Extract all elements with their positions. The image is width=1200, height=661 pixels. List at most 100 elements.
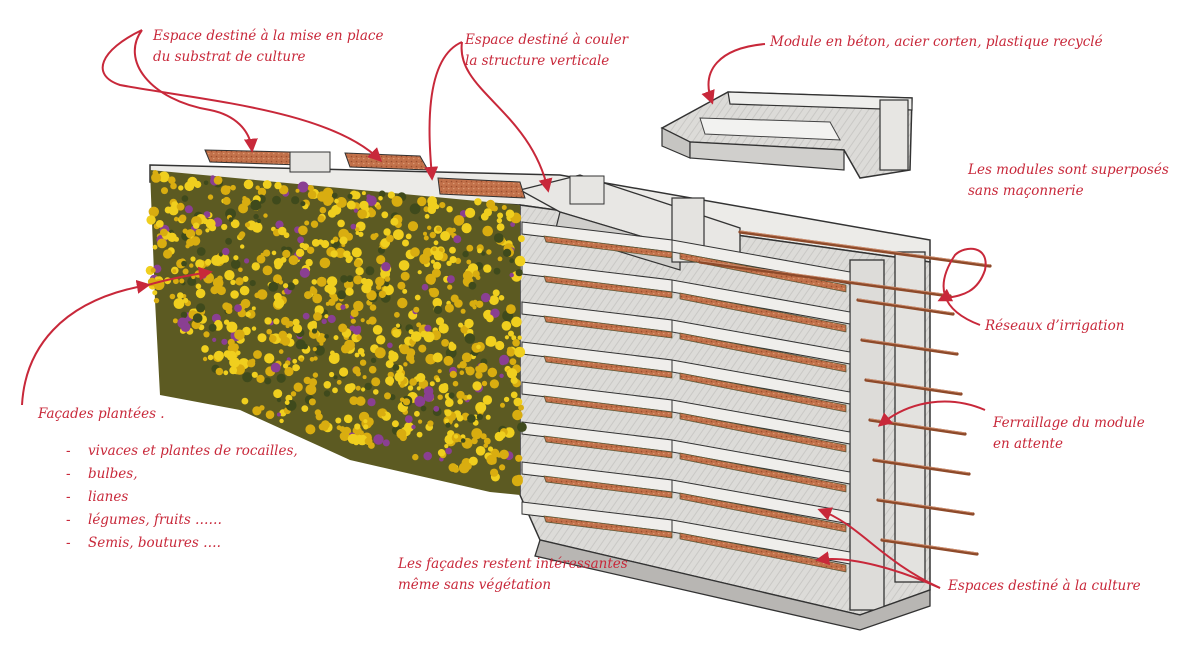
- foliage-blossom: [443, 355, 454, 366]
- foliage-blossom: [311, 279, 318, 285]
- foliage-blossom: [515, 269, 523, 277]
- foliage-blossom: [205, 258, 212, 266]
- foliage-blossom: [458, 462, 470, 474]
- foliage-blossom: [503, 248, 512, 257]
- foliage-blossom: [465, 366, 470, 372]
- foliage-blossom: [333, 335, 339, 341]
- foliage-blossom: [230, 259, 241, 270]
- label-interessantes: Les façades restent intéressantes même s…: [398, 556, 628, 593]
- top-soil-openings: [204, 149, 605, 205]
- foliage-blossom: [191, 274, 196, 280]
- foliage-blossom: [207, 354, 214, 361]
- foliage-blossom: [433, 405, 440, 412]
- foliage-blossom: [393, 229, 404, 241]
- foliage-blossom: [395, 323, 401, 328]
- yellow-foliage: [145, 170, 527, 487]
- foliage-blossom: [313, 356, 318, 361]
- foliage-blossom: [363, 424, 369, 430]
- foliage-blossom: [196, 303, 206, 313]
- foliage-blossom: [263, 249, 271, 257]
- foliage-blossom: [498, 295, 505, 301]
- foliage-blossom: [449, 370, 457, 378]
- label-module: Module en béton, acier corten, plastique…: [770, 34, 1103, 50]
- foliage-blossom: [385, 360, 394, 369]
- rebar-highlight: [861, 338, 958, 354]
- foliage-blossom: [511, 335, 517, 341]
- foliage-blossom: [242, 196, 247, 201]
- foliage-blossom: [319, 206, 327, 214]
- foliage-blossom: [347, 193, 353, 199]
- foliage-blossom: [205, 218, 216, 229]
- foliage-blossom: [464, 318, 474, 329]
- foliage-blossom: [173, 298, 185, 309]
- soil-tray: [679, 412, 847, 453]
- foliage-blossom: [332, 387, 338, 394]
- foliage-blossom: [424, 214, 430, 219]
- foliage-blossom: [292, 318, 300, 326]
- foliage-blossom: [276, 373, 286, 383]
- soil-tray: [543, 395, 673, 419]
- soil-tray: [543, 315, 673, 339]
- foliage-blossom: [497, 212, 504, 219]
- foliage-blossom: [319, 341, 324, 346]
- foliage-blossom: [423, 231, 427, 236]
- foliage-blossom: [448, 463, 458, 472]
- foliage-blossom: [506, 368, 518, 379]
- foliage-blossom: [477, 248, 483, 254]
- foliage-blossom: [486, 314, 494, 323]
- foliage-blossom: [210, 286, 219, 295]
- foliage-blossom: [330, 239, 335, 244]
- foliage-blossom: [187, 176, 198, 187]
- foliage-blossom: [333, 375, 338, 380]
- foliage-blossom: [221, 338, 228, 345]
- foliage-blossom: [411, 424, 416, 430]
- foliage-blossom: [472, 270, 480, 278]
- foliage-blossom: [178, 185, 184, 191]
- foliage-blossom: [359, 359, 367, 366]
- foliage-blossom: [313, 312, 322, 321]
- foliage-blossom: [441, 383, 449, 390]
- foliage-blossom: [161, 187, 168, 195]
- foliage-blossom: [277, 226, 287, 236]
- soil-tray: [679, 372, 847, 413]
- foliage-blossom: [464, 333, 476, 344]
- foliage-blossom: [347, 433, 358, 444]
- rebar: [738, 230, 992, 268]
- foliage-blossom: [223, 319, 230, 325]
- foliage-blossom: [353, 300, 364, 312]
- foliage-blossom: [483, 208, 492, 217]
- foliage-blossom: [299, 267, 310, 278]
- soil-tray: [679, 452, 847, 493]
- foliage-blossom: [363, 419, 368, 424]
- foliage-blossom: [359, 200, 369, 210]
- foliage-blossom: [270, 362, 281, 373]
- facades-plant-list: -vivaces et plantes de rocailles, -bulbe…: [66, 440, 298, 555]
- foliage-blossom: [155, 220, 164, 228]
- foliage-blossom: [507, 346, 513, 353]
- soil-tray: [543, 275, 673, 299]
- foliage-blossom: [292, 358, 298, 364]
- foliage-blossom: [214, 350, 224, 361]
- foliage-blossom: [433, 261, 442, 270]
- foliage-blossom: [378, 190, 386, 198]
- foliage-blossom: [437, 449, 446, 457]
- foliage-blossom: [275, 220, 284, 229]
- list-item: -Semis, boutures ….: [66, 535, 221, 551]
- foliage-blossom: [461, 223, 472, 234]
- foliage-blossom: [371, 377, 381, 387]
- foliage-blossom: [412, 453, 419, 461]
- foliage-blossom: [321, 420, 330, 429]
- foliage-blossom: [356, 434, 368, 446]
- label-couler: Espace destiné à couler la structure ver…: [465, 32, 629, 69]
- foliage-blossom: [384, 276, 391, 282]
- foliage-blossom: [475, 371, 483, 379]
- foliage-blossom: [496, 217, 503, 224]
- foliage-blossom: [475, 446, 486, 456]
- foliage-blossom: [445, 422, 451, 428]
- foliage-blossom: [433, 250, 444, 261]
- foliage-blossom: [434, 204, 440, 210]
- foliage-blossom: [225, 237, 233, 245]
- foliage-blossom: [305, 258, 313, 267]
- foliage-blossom: [273, 318, 280, 325]
